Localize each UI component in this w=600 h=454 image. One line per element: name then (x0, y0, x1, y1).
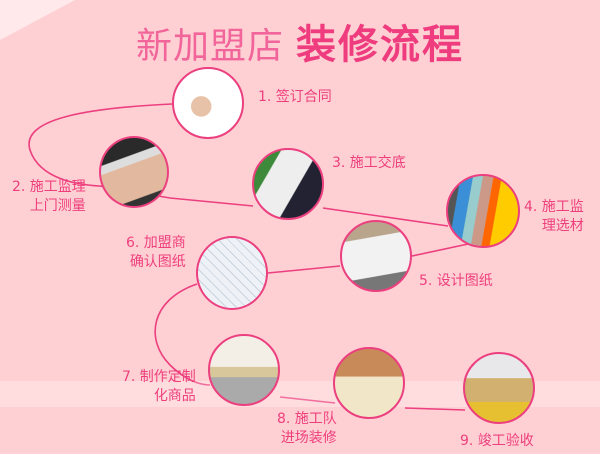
step-7-line2: 化商品 (153, 388, 196, 404)
step-6-line2: 确认图纸 (129, 254, 186, 270)
step-3-image (252, 148, 324, 220)
step-9-line1: 9. 竣工验收 (460, 433, 534, 449)
step-9-label: 9. 竣工验收 (460, 432, 534, 451)
step-2-label: 2. 施工监理上门测量 (12, 178, 86, 216)
step-1-line1: 1. 签订合同 (258, 89, 332, 105)
step-4-line1: 4. 施工监 (524, 199, 584, 215)
step-7-label: 7. 制作定制化商品 (122, 368, 196, 406)
step-6-image (196, 236, 268, 310)
step-8-line1: 8. 施工队 (277, 411, 337, 427)
step-1-label: 1. 签订合同 (258, 88, 332, 107)
step-7-image (208, 334, 280, 406)
step-5-image (340, 220, 412, 292)
step-4-image (446, 174, 520, 248)
step-3-line1: 3. 施工交底 (332, 155, 406, 171)
step-1-image (172, 67, 244, 139)
step-8-line2: 进场装修 (280, 430, 337, 446)
step-2-line2: 上门测量 (29, 198, 86, 214)
step-2-image (99, 136, 169, 208)
step-8-label: 8. 施工队进场装修 (277, 410, 337, 448)
step-7-line1: 7. 制作定制 (122, 369, 196, 385)
step-9-image (463, 352, 535, 424)
step-4-label: 4. 施工监理选材 (524, 198, 584, 236)
step-8-image (333, 347, 405, 419)
step-5-label: 5. 设计图纸 (419, 272, 493, 291)
step-5-line1: 5. 设计图纸 (419, 273, 493, 289)
title-light: 新加盟店 (135, 26, 284, 67)
page-title: 新加盟店装修流程 (0, 12, 600, 70)
title-bold: 装修流程 (296, 22, 464, 68)
step-2-line1: 2. 施工监理 (12, 179, 86, 195)
corner-decoration (0, 0, 75, 40)
step-4-line2: 理选材 (541, 218, 584, 234)
step-3-label: 3. 施工交底 (332, 154, 406, 173)
step-6-line1: 6. 加盟商 (126, 235, 186, 251)
step-6-label: 6. 加盟商确认图纸 (126, 234, 186, 272)
